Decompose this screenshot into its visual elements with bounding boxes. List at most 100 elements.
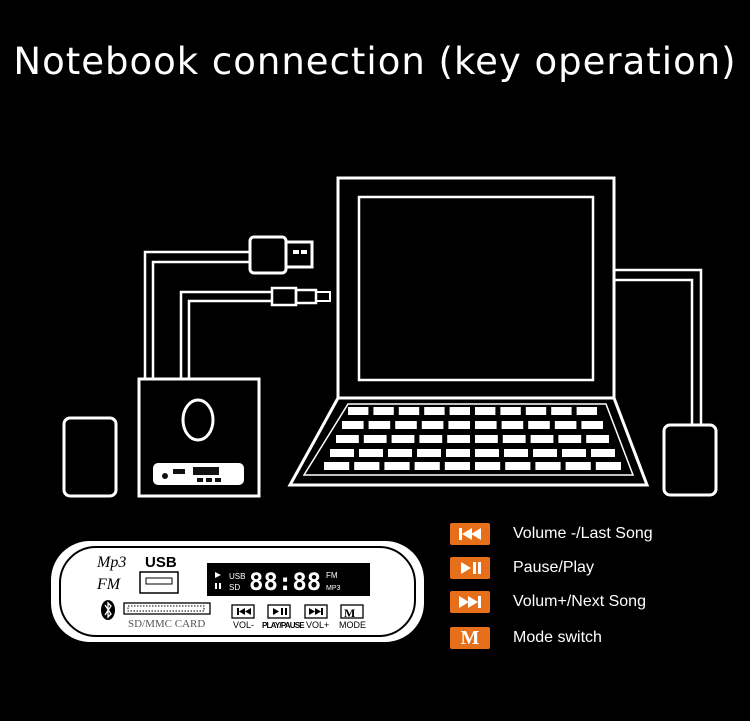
legend-item: M Mode switch	[450, 626, 602, 650]
vol-plus-label: VOL+	[306, 620, 329, 630]
right-speaker	[662, 423, 718, 497]
laptop-key	[395, 421, 417, 429]
laptop-key	[504, 449, 528, 457]
laptop-key	[444, 462, 470, 470]
vol-minus-label: VOL-	[233, 620, 254, 630]
laptop-key	[414, 462, 440, 470]
mini-display	[193, 467, 219, 475]
legend-item: Volum+/Next Song	[450, 590, 646, 614]
legend-item: Volume -/Last Song	[450, 522, 653, 546]
laptop-key	[501, 421, 524, 429]
laptop-key	[551, 407, 572, 415]
play-pause-icon	[450, 557, 490, 579]
laptop-key	[475, 449, 499, 457]
laptop-key	[336, 435, 359, 443]
laptop-key	[388, 449, 412, 457]
laptop-key	[373, 407, 394, 415]
laptop-key	[324, 462, 350, 470]
left-speaker	[62, 416, 118, 498]
vol-minus-button[interactable]: VOL-	[231, 604, 255, 630]
laptop-key	[475, 421, 497, 429]
audio-plug-body	[270, 286, 298, 307]
laptop-key	[591, 449, 615, 457]
laptop-key	[359, 449, 383, 457]
laptop-key	[419, 435, 443, 443]
laptop-key	[500, 407, 521, 415]
usb-plug-icon	[284, 240, 314, 269]
audio-jack-icon	[315, 291, 331, 302]
lcd-display	[207, 563, 370, 596]
laptop-key	[475, 462, 501, 470]
amplifier-box	[137, 377, 261, 498]
laptop-key	[446, 449, 470, 457]
usb-port	[139, 571, 179, 594]
mode-button[interactable]: M MODE	[339, 604, 366, 630]
page-title: Notebook connection (key operation)	[13, 40, 737, 83]
play-pause-button[interactable]: PLAY/PAUSE	[262, 604, 306, 630]
lcd-fm-indicator: FM	[326, 571, 338, 580]
laptop-key	[530, 435, 554, 443]
legend-item: Pause/Play	[450, 556, 594, 580]
laptop-key	[449, 407, 470, 415]
sd-card-label: SD/MMC CARD	[128, 618, 205, 630]
volume-knob-icon	[181, 398, 215, 442]
laptop-key	[565, 462, 591, 470]
laptop-key	[554, 421, 577, 429]
laptop-key	[384, 462, 410, 470]
previous-track-icon	[450, 523, 490, 545]
legend-label: Pause/Play	[513, 559, 594, 576]
laptop-key	[525, 407, 547, 415]
laptop-key	[475, 435, 498, 443]
laptop-key	[363, 435, 387, 443]
legend-label: Volume -/Last Song	[513, 525, 653, 542]
usb-label: USB	[145, 554, 177, 571]
vol-plus-button[interactable]: VOL+	[304, 604, 329, 630]
lcd-mp3-indicator: MP3	[326, 585, 341, 592]
laptop-key	[448, 421, 470, 429]
play-pause-label: PLAY/PAUSE	[262, 621, 305, 630]
lcd-sd-indicator: SD	[229, 583, 240, 592]
logo-fm: FM	[96, 576, 122, 593]
laptop-screen-frame	[336, 176, 616, 400]
laptop-screen	[357, 195, 595, 382]
mode-m-icon: M	[450, 627, 490, 649]
mode-m-icon: M	[344, 606, 355, 620]
next-track-icon	[450, 591, 490, 613]
module-panel: Mp3 FM USB SD/MMC CARD USB SD 88:88 FM M…	[49, 539, 426, 644]
laptop-key	[475, 407, 496, 415]
legend-label: Mode switch	[513, 629, 602, 646]
laptop-key	[330, 449, 354, 457]
laptop-key	[502, 435, 526, 443]
laptop-key	[348, 407, 369, 415]
laptop	[287, 176, 650, 487]
mode-label: MODE	[339, 620, 366, 630]
laptop-key	[505, 462, 531, 470]
laptop-base	[287, 396, 650, 487]
laptop-key	[368, 421, 391, 429]
lcd-digits: 88:88	[249, 568, 321, 596]
sd-card-slot	[123, 602, 211, 615]
right-speaker-cable	[614, 268, 703, 427]
laptop-key	[342, 421, 364, 429]
logo-mp3: Mp3	[96, 554, 126, 571]
laptop-key	[595, 462, 621, 470]
legend-label: Volum+/Next Song	[513, 593, 646, 610]
laptop-key	[558, 435, 582, 443]
laptop-key	[424, 407, 445, 415]
laptop-key	[576, 407, 597, 415]
laptop-key	[447, 435, 470, 443]
lcd-usb-indicator: USB	[229, 572, 245, 581]
laptop-key	[354, 462, 380, 470]
laptop-key	[533, 449, 557, 457]
laptop-keys	[324, 407, 621, 470]
usb-plug-body	[248, 235, 288, 275]
laptop-key	[581, 421, 603, 429]
laptop-keyboard-area	[302, 403, 635, 476]
laptop-key	[398, 407, 420, 415]
laptop-key	[586, 435, 609, 443]
audio-cable	[179, 290, 272, 379]
laptop-key	[391, 435, 415, 443]
laptop-key	[535, 462, 561, 470]
laptop-key	[421, 421, 444, 429]
